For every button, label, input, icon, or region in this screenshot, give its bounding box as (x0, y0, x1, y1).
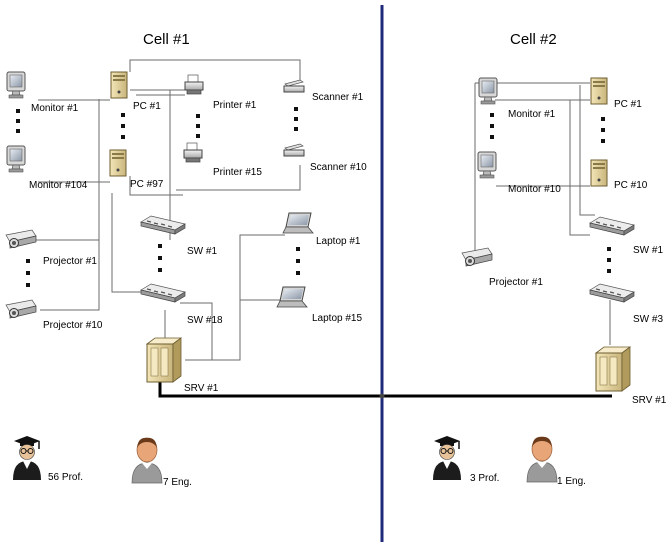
cell2-wires (474, 82, 611, 345)
switch-icon (140, 215, 186, 235)
cell1-printer-last-label: Printer #15 (213, 167, 262, 178)
monitor-icon (6, 71, 26, 99)
professor-icon (12, 435, 42, 481)
cell2-monitor-last-label: Monitor #10 (508, 184, 561, 195)
monitor-icon (6, 145, 26, 173)
cell1-projector-last-label: Projector #10 (43, 320, 103, 331)
cell1-monitor-ellipsis (16, 109, 20, 133)
cell1-title: Cell #1 (143, 31, 190, 48)
cell2-projector-first-label: Projector #1 (489, 277, 543, 288)
scanner-icon (283, 143, 305, 157)
monitor-icon (478, 77, 498, 105)
projector-icon (5, 299, 37, 319)
scanner-icon (283, 79, 305, 93)
cell2-engineers-label: 1 Eng. (557, 476, 586, 487)
server-icon (595, 346, 631, 392)
cell1-pc-ellipsis (121, 113, 125, 139)
cell1-printer-first-label: Printer #1 (213, 100, 257, 111)
pc-tower-icon (590, 77, 608, 105)
cell2-switch-last-label: SW #3 (633, 314, 663, 325)
cell1-switch-ellipsis (158, 244, 162, 272)
cell1-scanner-last-label: Scanner #10 (310, 162, 367, 173)
cell2-switch-ellipsis (607, 247, 611, 273)
switch-icon (140, 283, 186, 303)
cell2-title: Cell #2 (510, 31, 557, 48)
cell2-server-label: SRV #1 (632, 395, 667, 406)
laptop-icon (282, 212, 314, 234)
cell2-professors-label: 3 Prof. (470, 473, 499, 484)
cell1-laptop-first-label: Laptop #1 (316, 236, 361, 247)
cell1-laptop-last-label: Laptop #15 (312, 313, 362, 324)
cell1-engineers-label: 7 Eng. (163, 477, 192, 488)
cell2-switch-first-label: SW #1 (633, 245, 663, 256)
cell2-pc-first-label: PC #1 (614, 99, 642, 110)
engineer-icon (526, 436, 558, 483)
cell1-switch-last-label: SW #18 (187, 315, 223, 326)
cell1-projector-first-label: Projector #1 (43, 256, 97, 267)
cell2-monitor-first-label: Monitor #1 (508, 109, 556, 120)
server-icon (146, 337, 182, 383)
backbone-link (158, 375, 612, 398)
cell1-laptop-ellipsis (296, 247, 300, 275)
cell1-printer-ellipsis (196, 114, 200, 138)
printer-icon (184, 74, 204, 95)
switch-icon (589, 283, 635, 303)
cell2-pc-ellipsis (601, 117, 605, 143)
cell1-scanner-ellipsis (294, 107, 298, 131)
projector-icon (461, 247, 493, 267)
switch-icon (589, 216, 635, 236)
cell1-monitor-last-label: Monitor #104 (29, 180, 88, 191)
cell1-wires (20, 59, 301, 361)
cell2-monitor-ellipsis (490, 113, 494, 139)
cell2-pc-last-label: PC #10 (614, 180, 648, 191)
pc-tower-icon (110, 71, 128, 99)
backbone-junction (379, 393, 385, 399)
cell1-projector-ellipsis (26, 259, 30, 287)
cell1-scanner-first-label: Scanner #1 (312, 92, 364, 103)
cell1-pc-last-label: PC #97 (130, 179, 164, 190)
monitor-icon (477, 151, 497, 179)
pc-tower-icon (109, 149, 127, 177)
cell1-pc-first-label: PC #1 (133, 101, 161, 112)
engineer-icon (131, 437, 163, 484)
professor-icon (432, 435, 462, 481)
cell1-professors-label: 56 Prof. (48, 472, 83, 483)
pc-tower-icon (590, 159, 608, 187)
cell1-monitor-first-label: Monitor #1 (31, 103, 79, 114)
cell1-switch-first-label: SW #1 (187, 246, 217, 257)
cell1-server-label: SRV #1 (184, 383, 219, 394)
laptop-icon (276, 286, 308, 308)
projector-icon (5, 229, 37, 249)
printer-icon (183, 142, 203, 163)
